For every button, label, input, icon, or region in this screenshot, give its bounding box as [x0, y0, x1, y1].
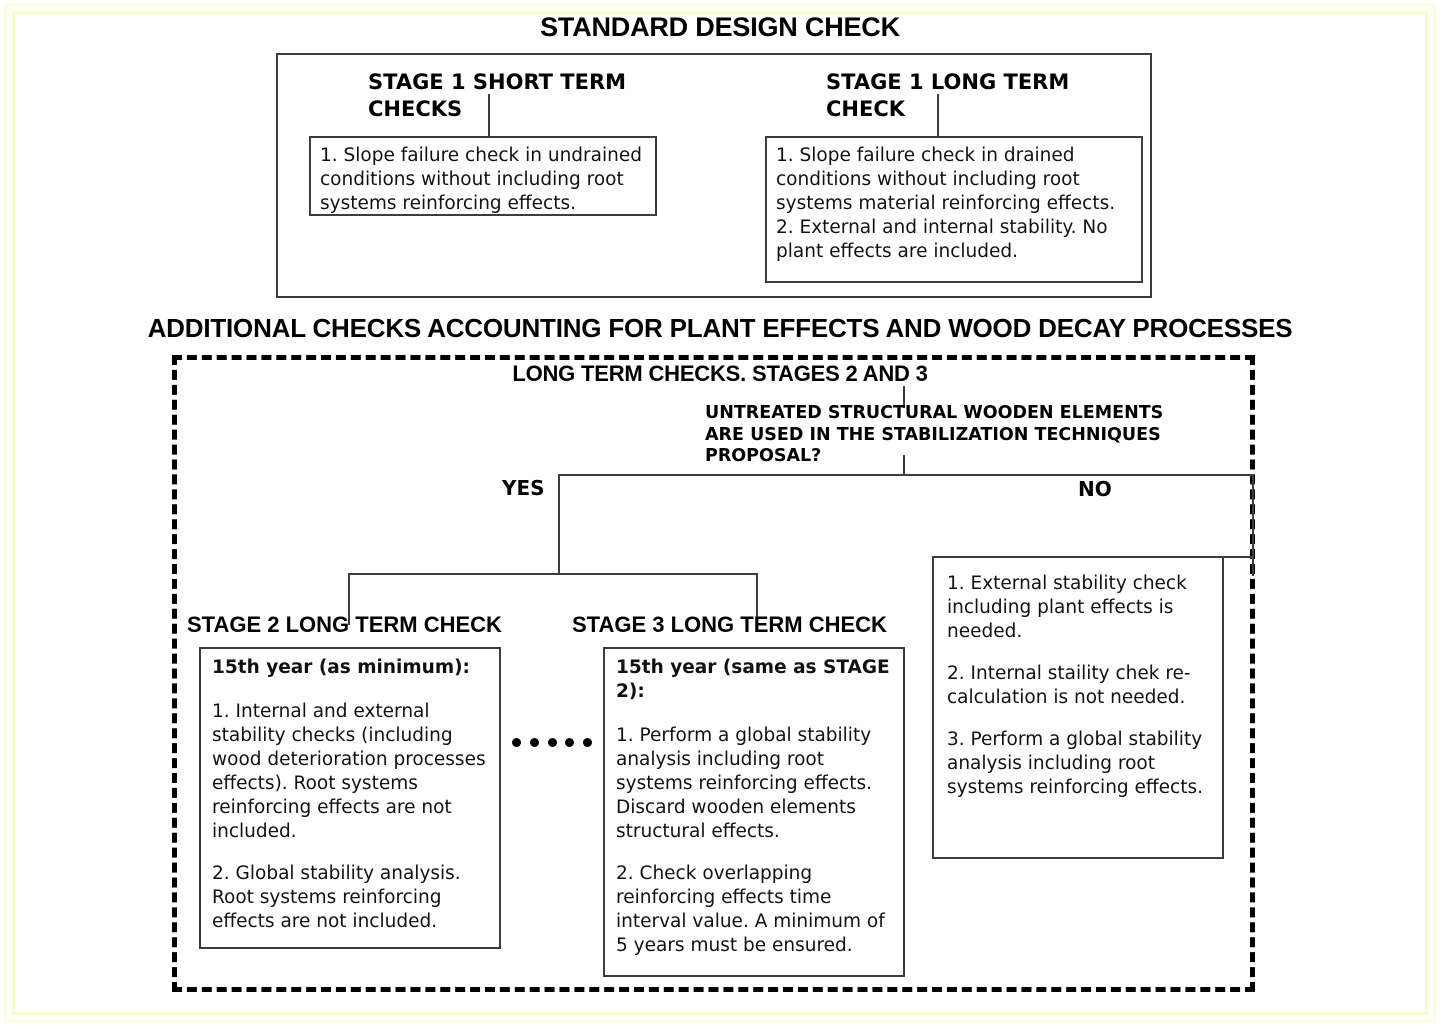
branch-no-vertical	[1252, 474, 1254, 576]
dot	[547, 737, 557, 747]
connector-long-term-title	[903, 386, 905, 408]
dot	[583, 737, 592, 747]
branch-bus-horizontal	[558, 474, 1254, 476]
main-title: STANDARD DESIGN CHECK	[540, 12, 900, 42]
spacer	[947, 644, 1209, 662]
connector-stage1-short	[488, 94, 490, 138]
additional-checks-dashed-container	[172, 355, 1255, 992]
spacer	[616, 706, 892, 724]
dot	[529, 737, 539, 747]
spacer	[616, 844, 892, 862]
stage2-item-2: 2. Global stability analysis. Root syste…	[212, 863, 461, 932]
stage1-long-item-2: 2. External and internal stability. No p…	[776, 217, 1108, 262]
dot	[512, 737, 521, 747]
connector-stage3	[756, 573, 758, 625]
no-branch-item-2: 2. Internal staility chek re-calculation…	[947, 663, 1191, 708]
stage1-short-term-header: STAGE 1 SHORT TERM CHECKS	[368, 70, 627, 121]
decision-question: UNTREATED STRUCTURAL WOODEN ELEMENTS ARE…	[705, 403, 1164, 466]
dot	[565, 737, 575, 747]
stage1-long-term-box: 1. Slope failure check in drained condit…	[765, 136, 1143, 283]
stage2-box: 15th year (as minimum): 1. Internal and …	[199, 647, 501, 949]
stage3-box: 15th year (same as STAGE 2): 1. Perform …	[603, 647, 905, 977]
stage2-item-1: 1. Internal and external stability check…	[212, 701, 486, 842]
stage1-long-term-header: STAGE 1 LONG TERM CHECK	[826, 70, 1070, 121]
branch-label-yes: YES	[502, 476, 545, 500]
stage1-short-term-box: 1. Slope failure check in undrained cond…	[309, 136, 657, 216]
stage3-header: STAGE 3 LONG TERM CHECK	[572, 612, 887, 637]
stage3-item-1: 1. Perform a global stability analysis i…	[616, 725, 872, 842]
no-branch-box: 1. External stability check including pl…	[932, 556, 1224, 859]
spacer	[212, 682, 488, 700]
long-term-checks-title: LONG TERM CHECKS. STAGES 2 AND 3	[512, 361, 928, 386]
stage23-bus-horizontal	[348, 573, 758, 575]
connector-stage1-long	[937, 94, 939, 138]
spacer	[212, 844, 488, 862]
connector-stage2	[348, 573, 350, 625]
stage2-header: STAGE 2 LONG TERM CHECK	[187, 612, 502, 637]
stage3-box-heading: 15th year (same as STAGE 2):	[616, 657, 890, 702]
no-branch-item-1: 1. External stability check including pl…	[947, 573, 1187, 642]
additional-checks-title: ADDITIONAL CHECKS ACCOUNTING FOR PLANT E…	[147, 313, 1293, 343]
stage1-short-item-1: 1. Slope failure check in undrained cond…	[320, 145, 642, 214]
connector-question	[903, 455, 905, 475]
branch-label-no: NO	[1078, 477, 1112, 501]
no-branch-item-3: 3. Perform a global stability analysis i…	[947, 729, 1203, 798]
branch-yes-vertical	[558, 474, 560, 574]
stage3-item-2: 2. Check overlapping reinforcing effects…	[616, 863, 885, 956]
stage1-long-item-1: 1. Slope failure check in drained condit…	[776, 145, 1116, 214]
stage2-box-heading: 15th year (as minimum):	[212, 657, 470, 678]
ellipsis-dots-connector	[512, 736, 592, 748]
spacer	[947, 710, 1209, 728]
